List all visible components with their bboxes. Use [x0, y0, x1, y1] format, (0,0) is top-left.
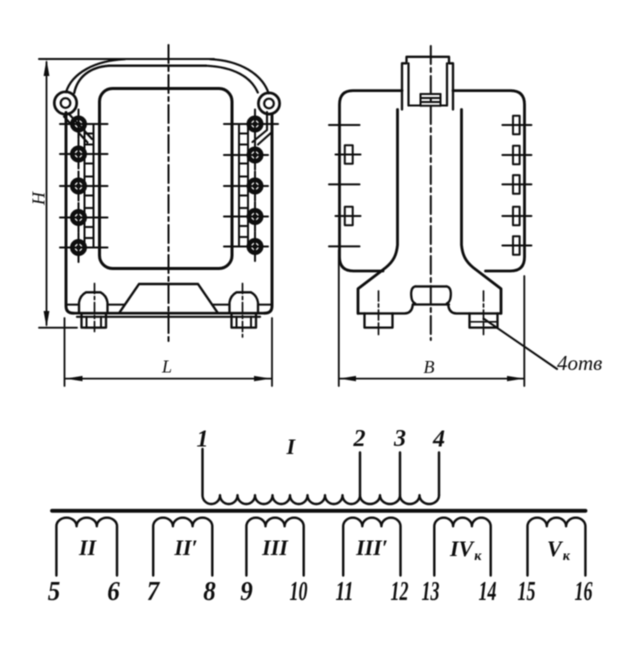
svg-text:II: II [78, 535, 98, 560]
svg-text:3: 3 [393, 426, 406, 452]
svg-text:13: 13 [422, 576, 440, 606]
svg-text:10: 10 [290, 576, 308, 606]
svg-text:L: L [161, 357, 172, 377]
svg-text:I: I [286, 434, 297, 459]
svg-text:4отв: 4отв [557, 351, 602, 375]
svg-text:2: 2 [353, 426, 366, 452]
svg-text:B: B [424, 357, 435, 377]
svg-text:III′: III′ [355, 535, 388, 560]
svg-text:H: H [29, 191, 49, 206]
svg-text:II′: II′ [173, 535, 197, 560]
svg-text:16: 16 [575, 576, 593, 606]
svg-text:7: 7 [147, 576, 161, 606]
svg-text:14: 14 [479, 576, 497, 606]
svg-text:15: 15 [518, 576, 536, 606]
svg-text:11: 11 [336, 576, 354, 606]
svg-text:4: 4 [432, 427, 445, 453]
svg-text:III: III [261, 535, 289, 560]
svg-text:9: 9 [240, 576, 253, 606]
svg-text:8: 8 [203, 576, 216, 606]
svg-text:5: 5 [48, 576, 61, 606]
svg-text:6: 6 [107, 576, 120, 606]
svg-text:12: 12 [391, 576, 409, 606]
svg-text:1: 1 [197, 427, 209, 453]
